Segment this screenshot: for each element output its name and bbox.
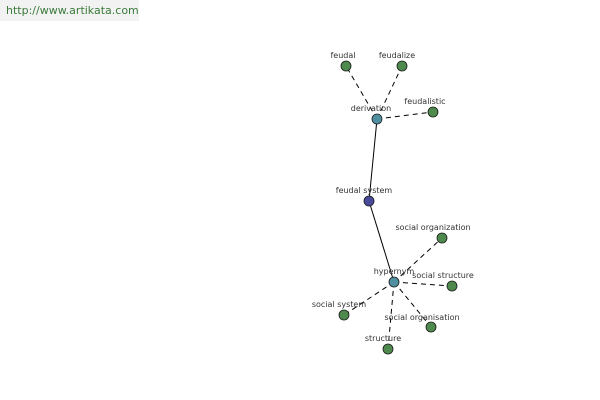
node-dot-social-organisation[interactable]: [425, 321, 437, 333]
node-label-social-system: social system: [312, 300, 366, 309]
node-label-hypernym: hypernym: [374, 267, 415, 276]
node-dot-derivation[interactable]: [371, 113, 383, 125]
nodes-layer: feudal system derivation hypernym feudal feu…: [312, 51, 474, 355]
node-label-structure: structure: [365, 334, 401, 343]
edge-hypernym-social-system: [343, 281, 395, 316]
node-social-structure[interactable]: social structure: [412, 271, 474, 292]
node-label-derivation: derivation: [351, 104, 391, 113]
edge-derivation-feudalistic: [376, 111, 434, 120]
node-feudal-system[interactable]: feudal system: [336, 186, 393, 207]
node-label-social-organization: social organization: [395, 223, 470, 232]
node-feudal[interactable]: feudal: [330, 51, 356, 72]
node-label-feudalize: feudalize: [379, 51, 415, 60]
site-url-link[interactable]: http://www.artikata.com: [6, 4, 139, 17]
node-dot-feudalize[interactable]: [396, 60, 408, 72]
node-dot-social-structure[interactable]: [446, 280, 458, 292]
edge-hypernym-structure: [387, 281, 395, 350]
node-social-organisation[interactable]: social organisation: [384, 313, 460, 333]
url-bar: http://www.artikata.com: [0, 0, 139, 21]
node-feudalistic[interactable]: feudalistic: [404, 97, 446, 118]
node-hypernym[interactable]: hypernym: [374, 267, 415, 288]
node-dot-feudalistic[interactable]: [427, 106, 439, 118]
node-structure[interactable]: structure: [365, 334, 401, 355]
node-label-social-organisation: social organisation: [384, 313, 459, 322]
node-label-feudal: feudal: [330, 51, 355, 60]
node-social-system[interactable]: social system: [312, 300, 366, 321]
node-dot-hypernym[interactable]: [388, 276, 400, 288]
edge-feudal-system-derivation: [368, 118, 378, 202]
node-label-social-structure: social structure: [412, 271, 474, 280]
node-label-feudalistic: feudalistic: [404, 97, 445, 106]
node-dot-social-system[interactable]: [338, 309, 350, 321]
node-dot-feudal-system[interactable]: [363, 195, 375, 207]
edge-hypernym-social-structure: [393, 281, 453, 287]
node-label-feudal-system: feudal system: [336, 186, 393, 195]
edge-feudal-system-hypernym: [368, 200, 395, 283]
node-social-organization[interactable]: social organization: [395, 223, 471, 244]
edge-derivation-feudalize: [376, 65, 403, 120]
edge-derivation-feudal: [345, 65, 378, 120]
node-dot-feudal[interactable]: [340, 60, 352, 72]
edge-hypernym-social-organisation: [393, 281, 432, 328]
node-dot-structure[interactable]: [382, 343, 394, 355]
node-derivation[interactable]: derivation: [351, 104, 391, 125]
node-feudalize[interactable]: feudalize: [379, 51, 415, 72]
edge-hypernym-social-organization: [393, 237, 443, 283]
node-dot-social-organization[interactable]: [436, 232, 448, 244]
edges-layer: [343, 65, 453, 350]
